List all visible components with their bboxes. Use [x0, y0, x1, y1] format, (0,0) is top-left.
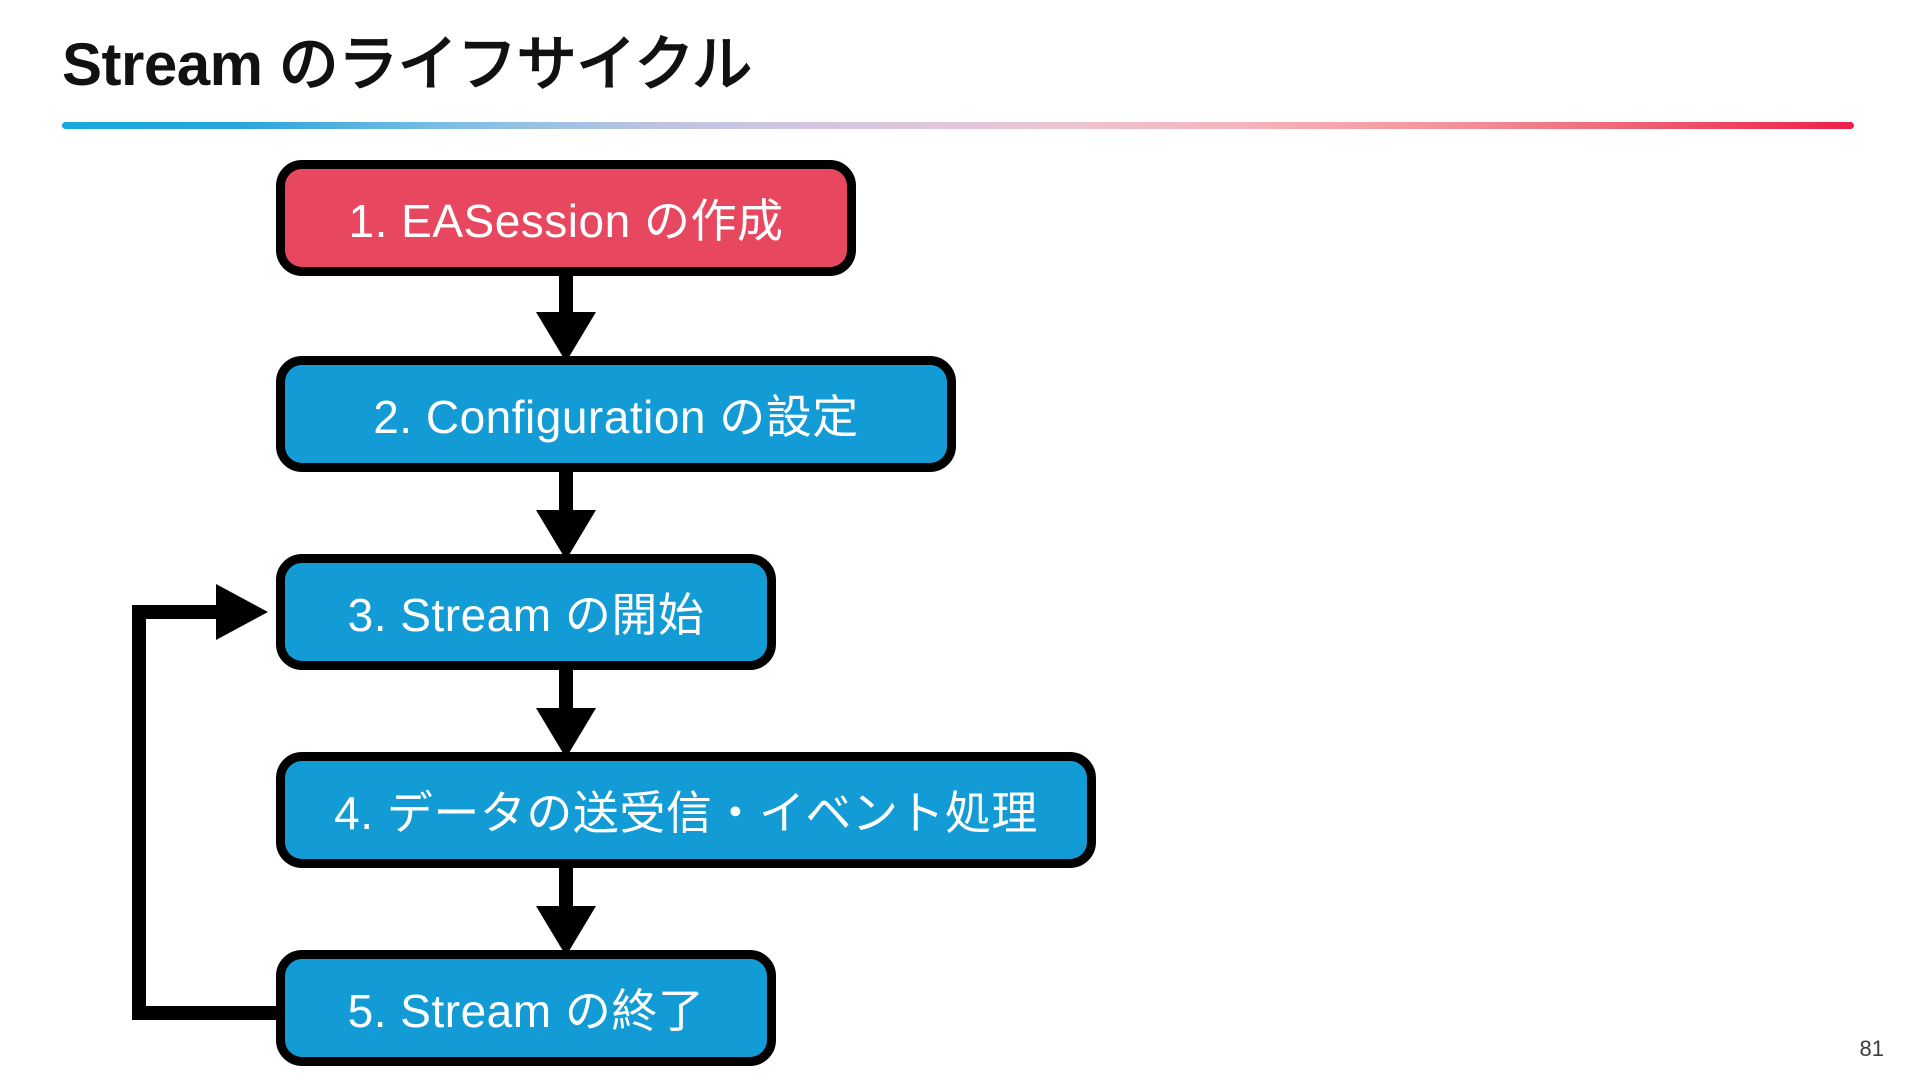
flow-node-step-3-label: 3. Stream の開始: [347, 589, 705, 641]
page-number: 81: [1859, 1036, 1884, 1061]
connector-step3-to-step4: [536, 670, 596, 758]
flow-node-step-4[interactable]: 4. データの送受信・イベント処理: [276, 752, 1096, 868]
connector-step1-to-step2: [536, 276, 596, 362]
flow-node-step-1[interactable]: 1. EASession の作成: [276, 160, 856, 276]
flow-node-step-2[interactable]: 2. Configuration の設定: [276, 356, 956, 472]
connector-step5-to-step3-loop: [132, 584, 276, 1020]
flow-node-step-5-label: 5. Stream の終了: [347, 985, 705, 1037]
flow-node-step-1-label: 1. EASession の作成: [348, 195, 784, 247]
flow-node-step-2-label: 2. Configuration の設定: [373, 391, 859, 443]
connector-step4-to-step5: [536, 868, 596, 956]
connector-step2-to-step3: [536, 472, 596, 560]
flow-node-step-4-label: 4. データの送受信・イベント処理: [334, 787, 1038, 839]
flow-node-step-3[interactable]: 3. Stream の開始: [276, 554, 776, 670]
title-divider-gradient: [62, 122, 1854, 129]
flow-node-step-5[interactable]: 5. Stream の終了: [276, 950, 776, 1066]
page-title: Stream のライフサイクル: [62, 31, 752, 98]
